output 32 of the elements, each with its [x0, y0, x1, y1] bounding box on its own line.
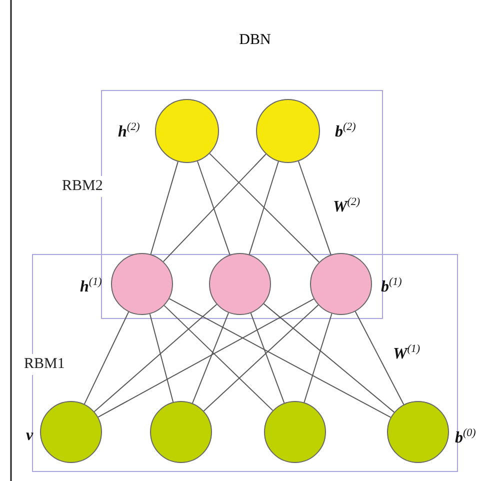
connection-line: [298, 160, 332, 256]
weight-label: W$^{(2)}$: [333, 197, 360, 216]
symbol-label: h$^{(2)}$: [118, 122, 140, 140]
unit-circle: [111, 253, 173, 315]
connection-line: [250, 312, 285, 404]
group-label: RBM1: [24, 354, 65, 374]
unit-circle: [209, 253, 271, 315]
symbol-label: b$^{(0)}$: [455, 428, 476, 446]
connection-line: [192, 312, 230, 404]
symbol-label: b$^{(1)}$: [381, 277, 402, 296]
symbol-label: v: [26, 428, 34, 444]
connection-line: [209, 153, 320, 263]
symbol-label: h$^{(1)}$: [80, 277, 102, 296]
weight-label: W$^{(1)}$: [393, 344, 420, 362]
connection-line: [84, 311, 130, 405]
connection-line: [168, 298, 392, 418]
group-label: RBM2: [62, 176, 103, 196]
connection-line: [162, 154, 266, 262]
connection-line: [354, 311, 404, 405]
connection-line: [196, 160, 230, 256]
diagram-title: DBN: [239, 32, 271, 48]
connection-line: [164, 305, 274, 411]
connection-line: [248, 161, 279, 255]
connection-line: [304, 313, 332, 403]
connection-line: [263, 303, 395, 413]
unit-circle: [310, 253, 372, 315]
connection-line: [98, 298, 314, 418]
connection-line: [150, 161, 178, 255]
connection-line: [203, 304, 319, 412]
symbol-label: b$^{(2)}$: [335, 122, 356, 140]
connection-line: [149, 313, 174, 403]
connection-line: [94, 304, 218, 412]
